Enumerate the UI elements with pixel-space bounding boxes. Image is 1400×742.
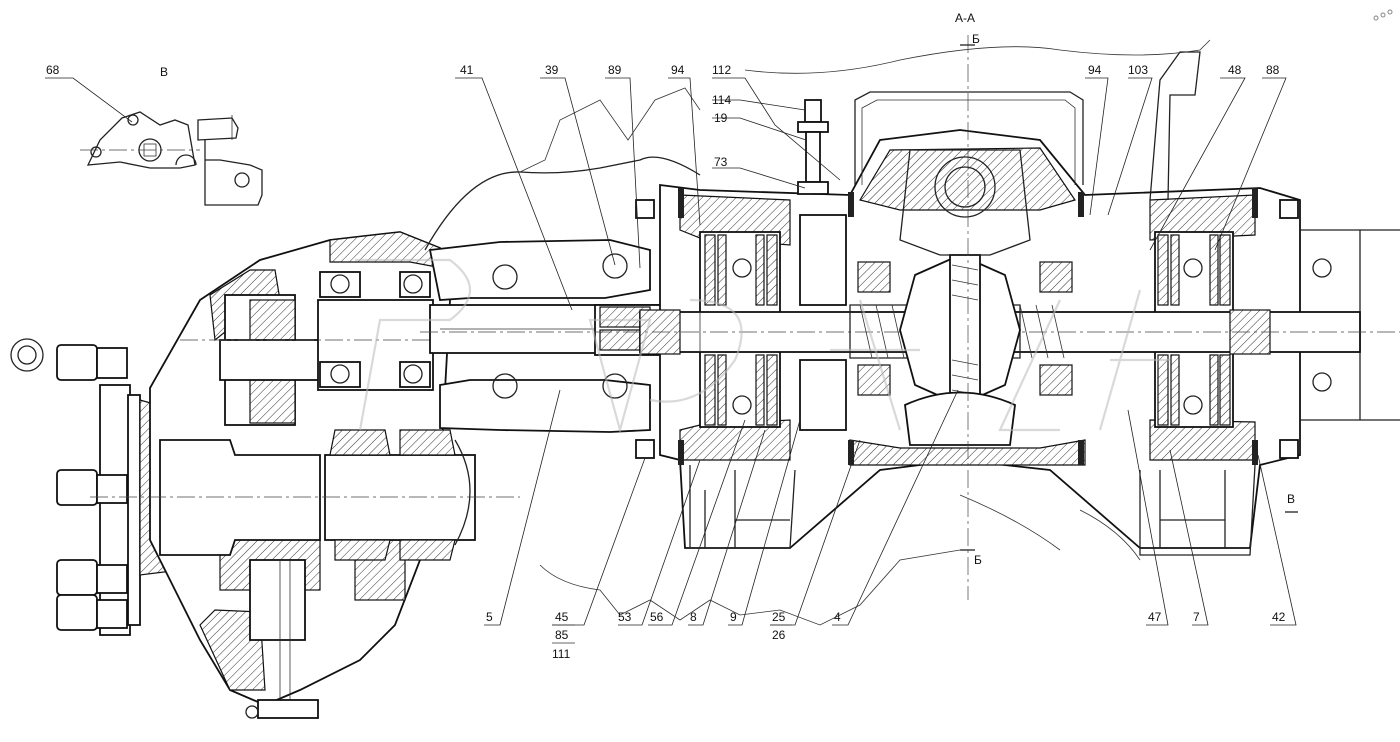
leader-lines <box>45 44 1298 626</box>
callout-19: 19 <box>714 111 728 125</box>
callout-73: 73 <box>714 155 728 169</box>
callout-89: 89 <box>608 63 622 77</box>
callout-25: 25 <box>772 610 786 624</box>
callout-112: 112 <box>712 63 731 77</box>
section-break-lines <box>424 39 1211 626</box>
callout-68: 68 <box>46 63 60 77</box>
callout-39: 39 <box>545 63 559 77</box>
callout-41: 41 <box>460 63 474 77</box>
view-label: В <box>160 65 168 79</box>
cut-label-top: Б <box>972 32 980 46</box>
differential <box>849 254 1073 446</box>
callout-111: 111 <box>552 647 571 661</box>
cover-outline <box>854 51 1201 201</box>
section-title: А-А <box>955 11 975 25</box>
callout-53: 53 <box>618 610 632 624</box>
callout-47: 47 <box>1148 610 1162 624</box>
callout-94-left: 94 <box>671 63 685 77</box>
callout-114: 114 <box>712 93 731 107</box>
callout-103: 103 <box>1128 63 1148 77</box>
callout-8: 8 <box>690 610 697 624</box>
view-arrow-label: В <box>1287 492 1295 506</box>
top-hub <box>899 149 1031 256</box>
callout-45: 45 <box>555 610 569 624</box>
breather-fitting <box>797 99 847 431</box>
callout-88: 88 <box>1266 63 1280 77</box>
callout-94-right: 94 <box>1088 63 1102 77</box>
callout-56: 56 <box>650 610 664 624</box>
watermark <box>355 258 1170 435</box>
view-v-detail <box>80 111 263 206</box>
lower-outline <box>689 464 1256 556</box>
callout-7: 7 <box>1193 610 1200 624</box>
cut-label-bottom: Б <box>974 553 982 567</box>
labels: А-А Б Б В В 68 41 39 89 94 112 114 19 73… <box>46 11 1295 661</box>
callout-26: 26 <box>772 628 786 642</box>
callout-9: 9 <box>730 610 737 624</box>
callout-42: 42 <box>1272 610 1286 624</box>
callout-5: 5 <box>486 610 493 624</box>
callout-48: 48 <box>1228 63 1242 77</box>
planeta-logo <box>1373 9 1393 21</box>
upper-shaft <box>180 271 470 426</box>
output-shaft <box>90 429 520 561</box>
callout-85: 85 <box>555 628 569 642</box>
callout-4: 4 <box>834 610 841 624</box>
